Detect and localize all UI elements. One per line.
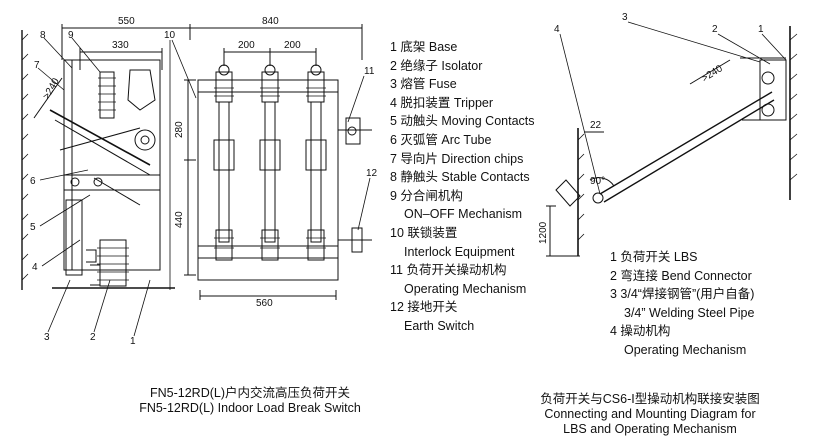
dim-200-left: 200 (238, 40, 255, 51)
legend-item: 3 熔管 Fuse (390, 77, 457, 92)
dim-330: 330 (112, 40, 129, 51)
callout-3: 3 (44, 332, 50, 343)
callout-8: 8 (40, 30, 46, 41)
legend-item: 3 3/4“焊接钢管”(用户自备) (610, 287, 755, 302)
rcallout-1: 1 (758, 24, 764, 35)
caption-line: LBS and Operating Mechanism (563, 422, 737, 436)
legend-item: Operating Mechanism (404, 281, 527, 296)
legend-item: 6 灭弧管 Arc Tube (390, 132, 492, 147)
callout-1: 1 (130, 336, 136, 347)
legend-left: 1 底架 Base 2 绝缘子 Isolator 3 熔管 Fuse 4 脱扣装… (390, 38, 535, 336)
dim-550: 550 (118, 16, 135, 27)
callout-11: 11 (364, 66, 375, 77)
callout-4: 4 (32, 262, 38, 273)
legend-item: 4 操动机构 (610, 324, 671, 339)
dim-840: 840 (262, 16, 279, 27)
caption-line: FN5-12RD(L) Indoor Load Break Switch (139, 401, 361, 415)
rcallout-2: 2 (712, 24, 718, 35)
dim-200-right: 200 (284, 40, 301, 51)
caption-line: 负荷开关与CS6-I型操动机构联接安装图 (540, 392, 760, 406)
legend-item: 11 负荷开关操动机构 (390, 263, 507, 278)
callout-6: 6 (30, 176, 36, 187)
legend-item: 12 接地开关 (390, 300, 458, 315)
dim-280: 280 (174, 121, 185, 138)
callout-10: 10 (164, 30, 176, 41)
caption-line: Connecting and Mounting Diagram for (544, 407, 756, 421)
rdim-angle-240: >240 (700, 63, 725, 84)
legend-item: Operating Mechanism (624, 342, 747, 357)
legend-item: 8 静触头 Stable Contacts (390, 170, 530, 185)
legend-item: 1 底架 Base (390, 40, 458, 54)
legend-item: 1 负荷开关 LBS (610, 250, 698, 264)
legend-item: 2 弯连接 Bend Connector (610, 268, 752, 283)
rcallout-4: 4 (554, 24, 560, 35)
legend-item: 2 绝缘子 Isolator (390, 58, 483, 73)
caption-left: FN5-12RD(L)户内交流高压负荷开关 FN5-12RD(L) Indoor… (70, 386, 430, 416)
callout-5: 5 (30, 222, 36, 233)
legend-item: 4 脱扣装置 Tripper (390, 95, 494, 110)
legend-item: 5 动触头 Moving Contacts (390, 114, 535, 129)
legend-item: 10 联锁装置 (390, 225, 458, 240)
legend-item: Earth Switch (404, 318, 475, 333)
dim-440: 440 (174, 211, 185, 228)
caption-line: FN5-12RD(L)户内交流高压负荷开关 (149, 386, 350, 400)
legend-item: ON–OFF Mechanism (404, 207, 523, 222)
rdim-22: 22 (590, 120, 602, 131)
legend-item: 3/4” Welding Steel Pipe (624, 305, 755, 320)
legend-item: 9 分合闸机构 (390, 188, 463, 203)
legend-item: Interlock Equipment (404, 244, 515, 259)
caption-right: 负荷开关与CS6-I型操动机构联接安装图 Connecting and Moun… (500, 392, 800, 437)
rdim-1200: 1200 (538, 221, 549, 244)
dim-560: 560 (256, 298, 273, 309)
callout-7: 7 (34, 60, 40, 71)
legend-item: 7 导向片 Direction chips (390, 151, 524, 166)
callout-9: 9 (68, 30, 74, 41)
callout-2: 2 (90, 332, 96, 343)
rcallout-3: 3 (622, 12, 628, 23)
callout-12: 12 (366, 168, 378, 179)
legend-right: 1 负荷开关 LBS 2 弯连接 Bend Connector 3 3/4“焊接… (610, 248, 754, 360)
dim-angle-240: >240 (41, 76, 62, 101)
rdim-90: 90° (590, 176, 605, 187)
